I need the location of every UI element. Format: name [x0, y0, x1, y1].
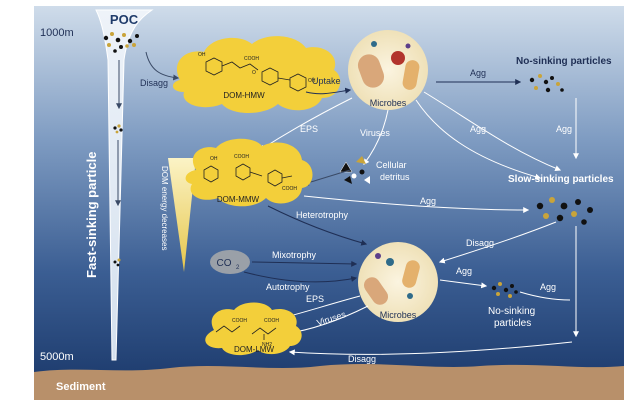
sediment-label: Sediment [56, 381, 106, 393]
viruses-top-label: Viruses [360, 128, 390, 138]
agg-right-label: Agg [556, 124, 572, 134]
hmw-oh-1: OH [198, 52, 206, 58]
hmw-o: O [252, 70, 256, 76]
energy-triangle [168, 158, 196, 272]
poc-particle-cluster [103, 32, 139, 53]
disagg-top-arrow [145, 51, 180, 81]
agg-mid-right-label: Agg [470, 124, 486, 134]
agg-bottom1-label: Agg [456, 266, 472, 276]
disagg-mid-arrow [438, 221, 557, 264]
agg-mid-right-arrow [423, 91, 562, 172]
autotrophy-arrow [243, 271, 358, 283]
slow-sinking-label: Slow-sinking particles [508, 174, 614, 185]
microbes-top-cells [357, 41, 420, 90]
eps-top-label: EPS [300, 124, 318, 134]
uptake-label: Uptake [312, 76, 341, 86]
autotrophy-label: Autotrophy [266, 282, 310, 292]
disagg-top-label: Disagg [140, 78, 168, 88]
hmw-oh-2: OH [308, 78, 316, 84]
dom-mmw-cloud [185, 138, 313, 207]
microbes-top-circle [348, 30, 428, 110]
agg-top-label: Agg [470, 68, 486, 78]
mixotrophy-label: Mixotrophy [272, 250, 317, 260]
dom-hmw-label: DOM-HMW [223, 91, 265, 100]
no-sinking-bottom-line1: No-sinking [488, 306, 535, 317]
no-sinking-bottom-particles [491, 282, 518, 298]
depth-bottom-label: 5000m [40, 351, 74, 363]
detritus-line2: detritus [380, 172, 410, 182]
disagg-bottom-label: Disagg [348, 354, 376, 364]
microbes-top-label: Microbes [370, 98, 407, 108]
agg-bottom1-arrow [439, 279, 488, 289]
dom-lmw-molecule [215, 325, 277, 340]
microbes-bottom-cells [363, 253, 420, 305]
mixotrophy-arrow [251, 260, 358, 267]
disagg-bottom-arrow [288, 341, 573, 356]
funnel-particles-low [113, 258, 121, 267]
heterotrophy-label: Heterotrophy [296, 210, 349, 220]
fast-sinking-label: Fast-sinking particle [84, 152, 99, 278]
no-sinking-bottom-line2: particles [494, 318, 531, 329]
mmw-oh: OH [210, 156, 218, 162]
co2-sub: 2 [236, 265, 240, 271]
no-sinking-top-label: No-sinking particles [516, 56, 612, 67]
no-sinking-top-particles [529, 74, 564, 93]
lmw-nh2: NH2 [262, 342, 272, 348]
agg-mmw-label: Agg [420, 196, 436, 206]
dom-mmw-molecule [203, 163, 293, 187]
slow-sinking-particles [536, 197, 593, 225]
viruses-top-arrow [363, 109, 389, 165]
co2-bubble [210, 250, 250, 274]
co2-base: CO [217, 258, 232, 269]
lmw-cooh-2: COOH [264, 318, 279, 324]
energy-axis-label: DOM energy decreases [160, 166, 169, 250]
funnel-particles-mid [113, 124, 123, 134]
fast-sinking-funnel [95, 9, 154, 361]
dom-lmw-cloud [205, 302, 302, 356]
mmw-cooh-2: COOH [282, 186, 297, 192]
dom-lmw-label: DOM-LMW [234, 345, 274, 354]
agg-mmw-arrow [303, 195, 530, 213]
agg-bottom2-arrow [519, 291, 571, 301]
mmw-cooh-1: COOH [234, 154, 249, 160]
lmw-cooh-1: COOH [232, 318, 247, 324]
poc-label: POC [110, 12, 139, 27]
agg-to-slow-arrow [415, 99, 542, 180]
hmw-cooh: COOH [244, 56, 259, 62]
cellular-detritus-shapes [339, 156, 370, 184]
disagg-mid-label: Disagg [466, 238, 494, 248]
dom-hmw-molecule [205, 57, 307, 92]
sediment-layer [34, 364, 624, 400]
heterotrophy-arrow [267, 205, 368, 246]
uptake-arrow [305, 87, 352, 95]
depth-top-label: 1000m [40, 27, 74, 39]
dom-mmw-label: DOM-MMW [217, 195, 260, 204]
microbes-bottom-label: Microbes [380, 310, 417, 320]
dom-hmw-cloud [172, 36, 341, 113]
detritus-line1: Cellular [376, 160, 407, 170]
eps-bottom-label: EPS [306, 294, 324, 304]
agg-bottom2-label: Agg [540, 282, 556, 292]
